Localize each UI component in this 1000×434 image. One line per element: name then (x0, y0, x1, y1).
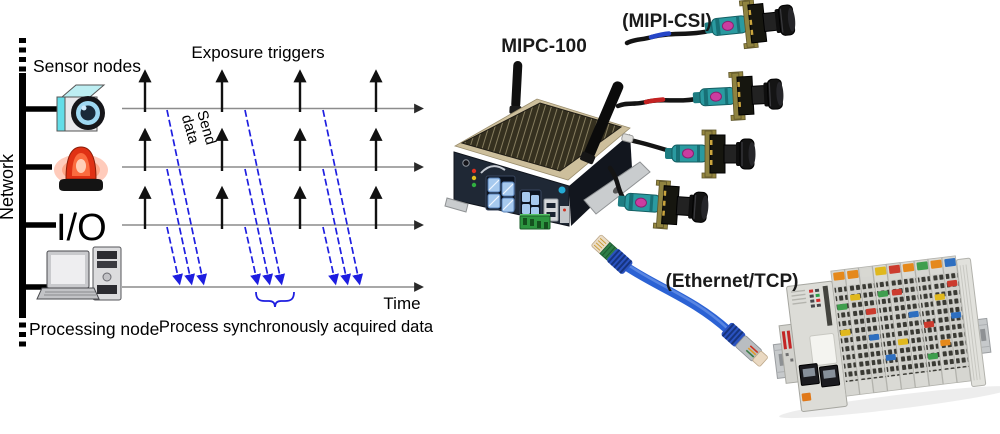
alarm-sensor-icon (54, 146, 108, 191)
mipi-csi-camera-image (664, 129, 757, 179)
exposure-trigger-arrows (138, 69, 383, 229)
wifi-antenna-right-icon (580, 81, 624, 165)
mipc100-device-image (444, 61, 651, 230)
wifi-antenna-left-icon (509, 61, 523, 115)
network-bus (19, 38, 58, 348)
display-port-cluster (485, 175, 542, 217)
power-button (462, 159, 470, 167)
hardware-setup: MIPC-100 (MIPI-CSI) (Ethernet/TCP) (444, 0, 1000, 419)
send-data-label: Send data (178, 108, 221, 155)
plc-led-grid (808, 288, 822, 308)
sensor-nodes-label: Sensor nodes (33, 56, 141, 76)
sync-brace (255, 291, 295, 308)
process-label: Process synchronously acquired data (159, 318, 434, 336)
processing-computer-icon (36, 246, 122, 301)
plc-mid-tabs (837, 279, 962, 361)
cable-ferrule (621, 133, 634, 143)
rj45-connector-top (591, 234, 633, 274)
exposure-triggers-label: Exposure triggers (191, 43, 324, 62)
network-label: Network (0, 153, 17, 220)
status-leds (471, 168, 477, 188)
logo-swoosh-icon (480, 165, 506, 174)
ethernet-cable-image (591, 234, 768, 367)
rj45-connector-bottom (721, 322, 768, 367)
brand-logo-icon (558, 186, 566, 194)
processing-node-label: Processing node (29, 319, 159, 339)
mipi-csi-camera-image (691, 69, 786, 123)
time-label: Time (383, 294, 420, 313)
network-diagram: Network Sensor nodes I/O Processing node (0, 38, 434, 348)
ethernet-tcp-label: (Ethernet/TCP) (666, 271, 799, 292)
mipi-csi-label: (MIPI-CSI) (622, 11, 712, 32)
mipc100-label: MIPC-100 (501, 36, 587, 57)
plc-rj45-ports (798, 363, 841, 388)
mipi-csi-camera-image (701, 0, 799, 54)
send-data-arrows (166, 109, 364, 286)
terminal-block-connector (519, 214, 551, 230)
plc-io-slices (830, 255, 972, 397)
plc-head-module (778, 280, 848, 412)
plc-end-cap (956, 257, 987, 388)
plc-top-tabs (833, 257, 956, 281)
plc-io-module-image (772, 255, 1000, 419)
io-label: I/O (56, 207, 107, 249)
camera-sensor-icon (56, 84, 106, 132)
timelines (122, 103, 424, 292)
